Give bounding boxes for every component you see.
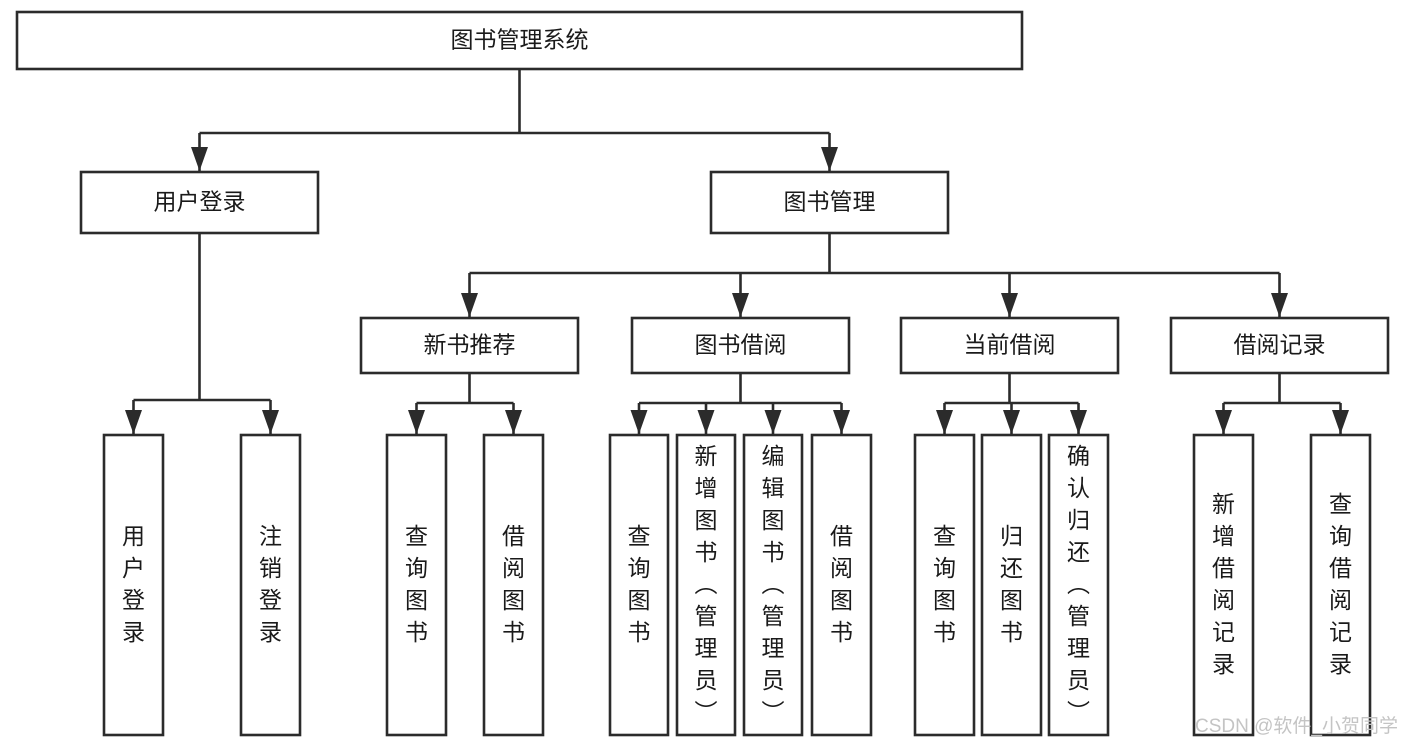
node-leaf-query-book-3[interactable]: 查询图书: [913, 433, 976, 737]
arrow-head-icon: [821, 147, 838, 171]
node-box[interactable]: [709, 170, 950, 235]
node-leaf-logout[interactable]: 注销登录: [239, 433, 302, 737]
arrow-head-icon: [1001, 293, 1018, 317]
connector-group-book-management: [461, 233, 1288, 317]
node-label: 图书借阅: [695, 332, 787, 358]
connector-group-user-login: [125, 233, 279, 434]
connectors-layer: [125, 69, 1349, 434]
arrow-head-icon: [833, 410, 850, 434]
arrow-head-icon: [505, 410, 522, 434]
node-box[interactable]: [79, 170, 320, 235]
node-label: 查询借阅记录: [1329, 491, 1352, 677]
arrow-head-icon: [1070, 410, 1087, 434]
arrow-head-icon: [262, 410, 279, 434]
node-label: 借阅记录: [1234, 332, 1326, 358]
node-leaf-query-book-2[interactable]: 查询图书: [608, 433, 670, 737]
node-box[interactable]: [913, 433, 976, 737]
node-leaf-confirm-return[interactable]: 确认归还︵管理员︶: [1047, 433, 1110, 737]
node-label: 借阅图书: [830, 523, 853, 645]
node-book-borrow[interactable]: 图书借阅: [630, 316, 851, 375]
node-label: 图书管理系统: [451, 27, 589, 53]
arrow-head-icon: [125, 410, 142, 434]
arrow-head-icon: [764, 410, 782, 434]
node-label: 新增借阅记录: [1212, 491, 1235, 677]
node-leaf-query-record[interactable]: 查询借阅记录: [1309, 433, 1372, 737]
node-leaf-borrow-book-2[interactable]: 借阅图书: [810, 433, 873, 737]
node-box[interactable]: [1169, 316, 1390, 375]
arrow-head-icon: [732, 293, 749, 317]
node-box[interactable]: [1047, 433, 1110, 737]
node-root[interactable]: 图书管理系统: [15, 10, 1024, 71]
arrow-head-icon: [191, 147, 208, 171]
node-label: 查询图书: [628, 523, 651, 645]
arrow-head-icon: [936, 410, 953, 434]
node-box[interactable]: [899, 316, 1120, 375]
arrow-head-icon: [1332, 410, 1349, 434]
node-label: 新书推荐: [424, 332, 516, 358]
node-box[interactable]: [102, 433, 165, 737]
node-box[interactable]: [980, 433, 1043, 737]
node-box[interactable]: [385, 433, 448, 737]
node-box[interactable]: [742, 433, 804, 737]
node-label: 用户登录: [122, 523, 145, 645]
node-box[interactable]: [359, 316, 580, 375]
arrow-head-icon: [697, 410, 715, 434]
connector-group-root: [191, 69, 838, 171]
node-leaf-add-record[interactable]: 新增借阅记录: [1192, 433, 1255, 737]
arrow-head-icon: [1003, 410, 1020, 434]
arrow-head-icon: [461, 293, 478, 317]
connector-group-current-borrow: [936, 373, 1087, 434]
arrow-head-icon: [408, 410, 425, 434]
node-label: 确认归还︵管理员︶: [1067, 443, 1090, 725]
arrow-head-icon: [630, 410, 648, 434]
nodes-layer: 图书管理系统用户登录图书管理新书推荐图书借阅当前借阅借阅记录用户登录注销登录查询…: [15, 10, 1390, 737]
node-user-login[interactable]: 用户登录: [79, 170, 320, 235]
node-label: 图书管理: [784, 189, 876, 215]
node-label: 当前借阅: [964, 332, 1056, 358]
arrow-head-icon: [1215, 410, 1232, 434]
node-label: 查询图书: [933, 523, 956, 645]
node-box[interactable]: [15, 10, 1024, 71]
connector-group-borrow-record: [1215, 373, 1349, 434]
csdn-watermark: CSDN @软件_小贺同学: [1195, 715, 1398, 737]
node-box[interactable]: [630, 316, 851, 375]
node-leaf-add-book[interactable]: 新增图书︵管理员︶: [675, 433, 737, 737]
connector-group-book-borrow: [630, 373, 850, 434]
node-current-borrow[interactable]: 当前借阅: [899, 316, 1120, 375]
node-box[interactable]: [810, 433, 873, 737]
node-leaf-return-book[interactable]: 归还图书: [980, 433, 1043, 737]
node-leaf-borrow-book-1[interactable]: 借阅图书: [482, 433, 545, 737]
node-borrow-record[interactable]: 借阅记录: [1169, 316, 1390, 375]
node-label: 注销登录: [259, 523, 282, 645]
node-new-book-recommend[interactable]: 新书推荐: [359, 316, 580, 375]
node-leaf-user-login[interactable]: 用户登录: [102, 433, 165, 737]
node-leaf-query-book-1[interactable]: 查询图书: [385, 433, 448, 737]
node-box[interactable]: [608, 433, 670, 737]
node-box[interactable]: [239, 433, 302, 737]
node-label: 借阅图书: [502, 523, 525, 645]
node-box[interactable]: [675, 433, 737, 737]
node-leaf-edit-book[interactable]: 编辑图书︵管理员︶: [742, 433, 804, 737]
node-box[interactable]: [1309, 433, 1372, 737]
node-label: 新增图书︵管理员︶: [695, 443, 718, 725]
node-label: 用户登录: [154, 189, 246, 215]
node-label: 归还图书: [1000, 523, 1023, 645]
arrow-head-icon: [1271, 293, 1288, 317]
connector-group-new-book-recommend: [408, 373, 522, 434]
node-book-management[interactable]: 图书管理: [709, 170, 950, 235]
node-label: 编辑图书︵管理员︶: [762, 443, 785, 725]
node-box[interactable]: [1192, 433, 1255, 737]
node-label: 查询图书: [405, 523, 428, 645]
node-box[interactable]: [482, 433, 545, 737]
